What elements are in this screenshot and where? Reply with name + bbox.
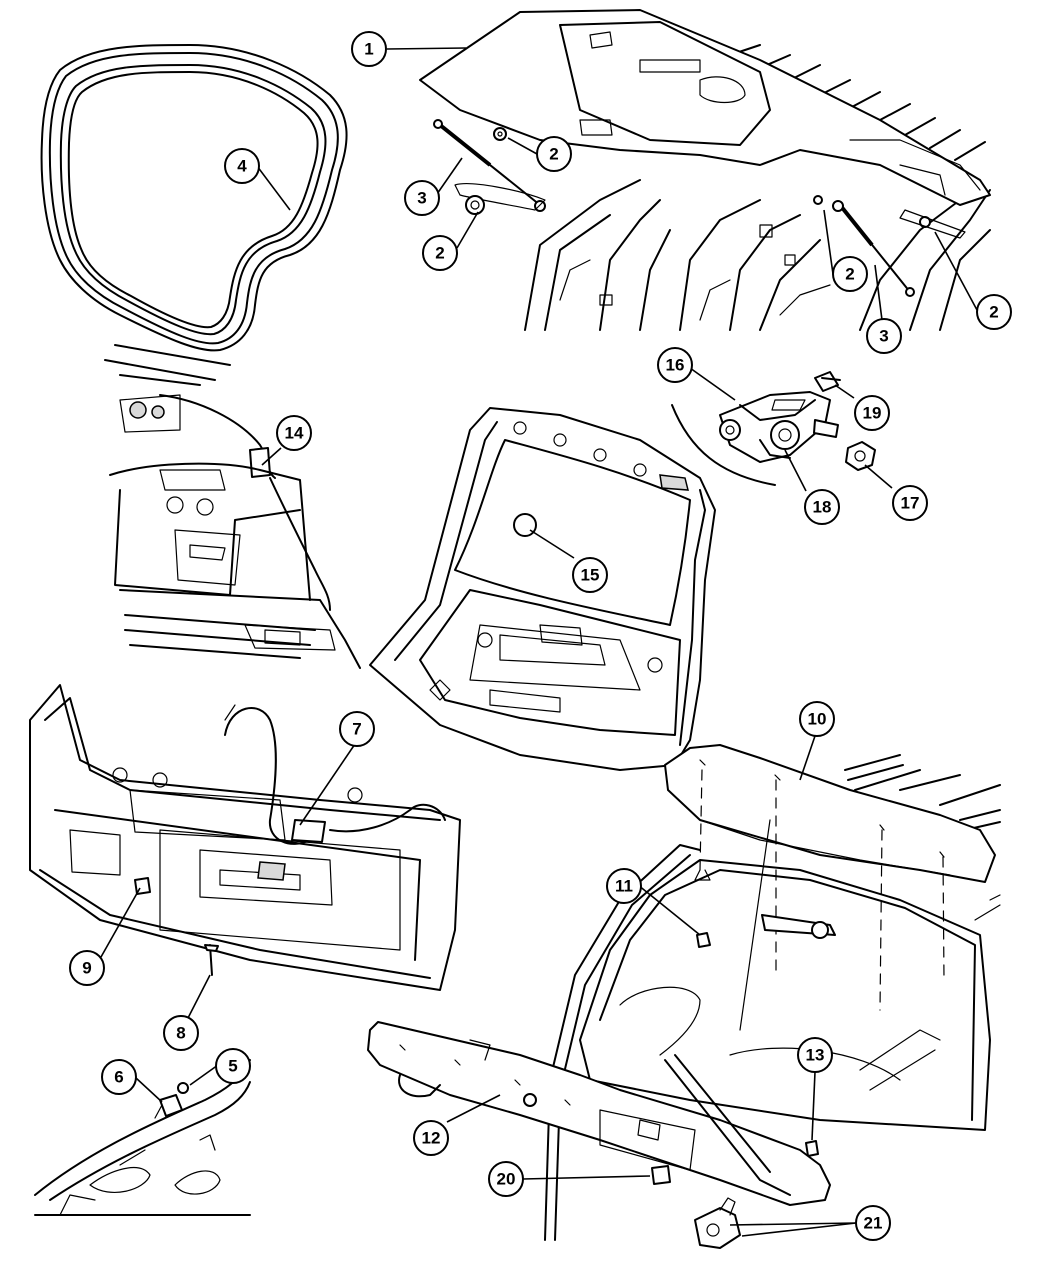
callout-2c-label: 2 xyxy=(845,265,854,284)
weatherstrip-seal-view xyxy=(40,44,348,352)
callout-1: 1 xyxy=(351,31,387,67)
liftgate-panel-view xyxy=(419,9,991,331)
callout-14-label: 14 xyxy=(285,424,304,443)
callout-8-label: 8 xyxy=(176,1024,185,1043)
callout-11: 11 xyxy=(606,868,642,904)
callout-2d-label: 2 xyxy=(989,303,998,322)
callout-3b: 3 xyxy=(866,318,902,354)
callout-2b: 2 xyxy=(422,235,458,271)
callout-9: 9 xyxy=(69,950,105,986)
liftgate-interior-view xyxy=(104,344,361,669)
liftgate-corner-view xyxy=(34,1059,251,1216)
callout-18-label: 18 xyxy=(813,498,832,517)
callout-2a-label: 2 xyxy=(549,145,558,164)
callout-14: 14 xyxy=(276,415,312,451)
callout-19: 19 xyxy=(854,395,890,431)
callout-11-label: 11 xyxy=(615,877,633,896)
leader-lines xyxy=(100,47,978,1237)
spoiler-glass-view xyxy=(367,744,1001,1249)
callout-2b-label: 2 xyxy=(435,244,444,263)
callout-12: 12 xyxy=(413,1120,449,1156)
callout-5-label: 5 xyxy=(228,1057,237,1076)
callout-21-label: 21 xyxy=(864,1214,883,1233)
callout-1-label: 1 xyxy=(364,40,373,59)
callout-20-label: 20 xyxy=(497,1170,516,1189)
callout-7: 7 xyxy=(339,711,375,747)
callout-3a: 3 xyxy=(404,180,440,216)
callout-4-label: 4 xyxy=(237,157,247,176)
callout-16-label: 16 xyxy=(666,356,685,375)
callout-13: 13 xyxy=(797,1037,833,1073)
callout-2d: 2 xyxy=(976,294,1012,330)
callout-12-label: 12 xyxy=(422,1129,441,1148)
callout-10-label: 10 xyxy=(808,710,827,729)
callout-6: 6 xyxy=(101,1059,137,1095)
callout-3a-label: 3 xyxy=(417,189,426,208)
callout-19-label: 19 xyxy=(863,404,882,423)
callout-5: 5 xyxy=(215,1048,251,1084)
callout-20: 20 xyxy=(488,1161,524,1197)
callout-15-label: 15 xyxy=(581,566,600,585)
callout-7-label: 7 xyxy=(352,720,361,739)
callout-16: 16 xyxy=(657,347,693,383)
callout-10: 10 xyxy=(799,701,835,737)
callout-2c: 2 xyxy=(832,256,868,292)
callout-17: 17 xyxy=(892,485,928,521)
callout-8: 8 xyxy=(163,1015,199,1051)
liftgate-inner-view xyxy=(369,404,776,771)
liftgate-trim-view xyxy=(29,684,461,991)
callout-21: 21 xyxy=(855,1205,891,1241)
callout-13-label: 13 xyxy=(806,1046,825,1065)
callout-4: 4 xyxy=(224,148,260,184)
callout-3b-label: 3 xyxy=(879,327,888,346)
callout-6-label: 6 xyxy=(114,1068,123,1087)
hinge-view xyxy=(719,371,876,471)
callout-2a: 2 xyxy=(536,136,572,172)
callout-17-label: 17 xyxy=(901,494,920,513)
callout-9-label: 9 xyxy=(82,959,91,978)
callout-18: 18 xyxy=(804,489,840,525)
callout-15: 15 xyxy=(572,557,608,593)
